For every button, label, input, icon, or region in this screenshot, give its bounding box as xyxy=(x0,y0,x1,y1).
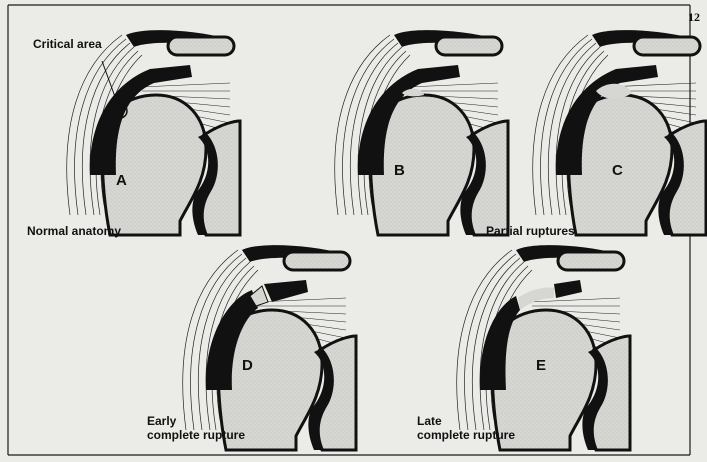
label-early-complete-rupture: Early complete rupture xyxy=(147,414,245,442)
panel-letter-e: E xyxy=(536,357,546,374)
page-number: 12 xyxy=(688,10,700,25)
label-late-line1: Late xyxy=(417,414,515,428)
panel-letter-c: C xyxy=(612,162,623,179)
panel-c: C xyxy=(533,30,706,235)
panel-letter-a: A xyxy=(116,172,127,189)
label-early-line1: Early xyxy=(147,414,245,428)
label-late-complete-rupture: Late complete rupture xyxy=(417,414,515,442)
panel-a: A xyxy=(67,30,240,235)
label-normal-anatomy: Normal anatomy xyxy=(27,224,121,238)
panel-letter-d: D xyxy=(242,357,253,374)
label-early-line2: complete rupture xyxy=(147,428,245,442)
panel-letter-b: B xyxy=(394,162,405,179)
panel-b: B xyxy=(335,30,508,235)
label-late-line2: complete rupture xyxy=(417,428,515,442)
label-partial-ruptures: Partial ruptures xyxy=(486,224,575,238)
label-critical-area: Critical area xyxy=(33,37,102,51)
